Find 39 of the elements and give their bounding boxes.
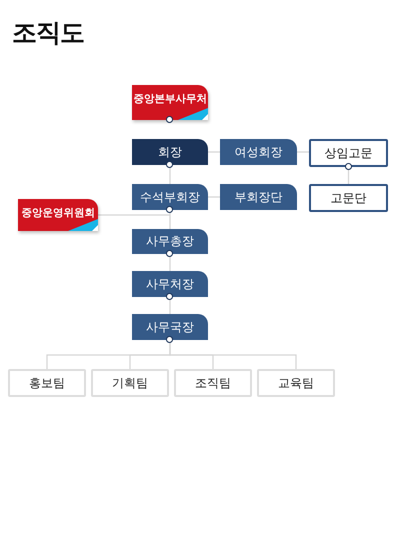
node-label: 고문단: [330, 190, 366, 206]
connector-line: [208, 151, 220, 153]
team-box: [8, 369, 86, 397]
node-label: 여성회장: [234, 144, 282, 160]
tag-box: [132, 85, 208, 120]
connector-line: [98, 214, 171, 229]
connector-line: [169, 297, 171, 314]
position-box: [220, 139, 297, 165]
node-label: 홍보팀: [29, 374, 65, 392]
node-label: 중앙본부사무처: [133, 92, 207, 106]
advisor-box: [309, 184, 388, 212]
position-box: [132, 314, 208, 340]
node-label: 기획팀: [112, 374, 148, 392]
node-label: 사무총장: [146, 233, 194, 250]
node-label: 사무국장: [146, 318, 194, 336]
team-box: [257, 369, 335, 397]
chart-title: 조직도: [12, 17, 84, 49]
advisor-box: [309, 139, 388, 167]
position-box: [132, 184, 208, 210]
connector-line: [348, 167, 350, 184]
node-label: 회장: [158, 144, 182, 160]
position-box: [132, 139, 208, 165]
node-label: 사무처장: [146, 276, 194, 292]
connector-line: [169, 165, 171, 184]
team-box: [91, 369, 169, 397]
connector-line: [297, 151, 309, 153]
connector-line: [169, 254, 171, 271]
node-label: 수석부회장: [140, 188, 200, 206]
node-label: 부회장단: [234, 188, 282, 206]
tag-box: [18, 199, 98, 231]
node-label: 중앙운영위원회: [21, 206, 95, 220]
node-label: 조직팀: [195, 374, 231, 392]
position-box: [132, 271, 208, 297]
node-label: 상임고문: [324, 144, 372, 162]
team-box: [174, 369, 252, 397]
position-box: [132, 229, 208, 254]
node-label: 교육팀: [278, 374, 314, 392]
position-box: [220, 184, 297, 210]
connector-line: [208, 196, 220, 198]
